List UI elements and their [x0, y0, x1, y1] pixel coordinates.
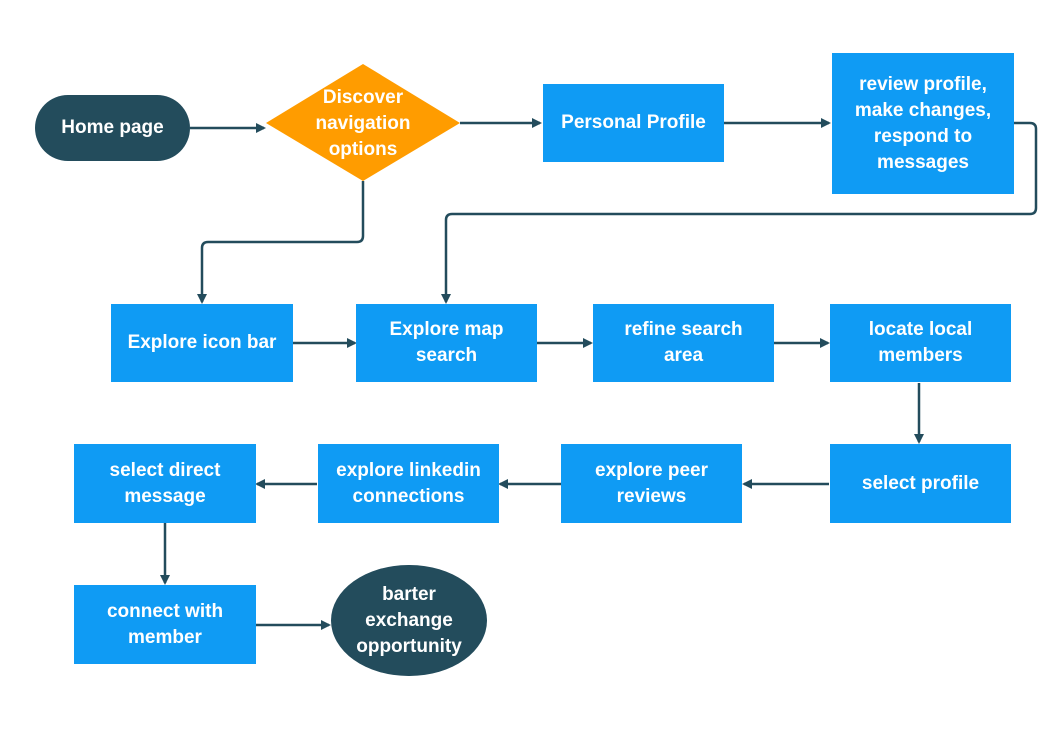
node-label: locate local members	[868, 319, 973, 366]
edge-discover-to-icon-bar	[197, 181, 365, 304]
node-explore-map-search[interactable]: Explore map search	[356, 304, 537, 382]
node-label: barter exchange opportunity	[356, 583, 462, 657]
node-label: refine search area	[624, 319, 743, 366]
node-personal-profile[interactable]: Personal Profile	[543, 84, 724, 162]
node-barter-exchange-opportunity[interactable]: barter exchange opportunity	[331, 565, 487, 676]
node-explore-peer-reviews[interactable]: explore peer reviews	[561, 444, 742, 523]
node-label: Personal Profile	[561, 112, 706, 133]
node-label: select profile	[861, 472, 980, 494]
decision-diamond-shape	[266, 64, 460, 181]
node-locate-local-members[interactable]: locate local members	[830, 304, 1011, 382]
node-label: Discover navigation options	[315, 87, 411, 160]
node-discover-navigation-options[interactable]: Discover navigation options	[296, 83, 430, 165]
node-label: Home page	[61, 117, 164, 138]
node-label: Explore icon bar	[127, 332, 277, 353]
node-explore-linkedin-connections[interactable]: explore linkedin connections	[318, 444, 499, 523]
node-select-profile[interactable]: select profile	[830, 444, 1011, 523]
node-label: connect with member	[106, 600, 224, 648]
node-connect-with-member[interactable]: connect with member	[74, 585, 256, 664]
node-review-profile[interactable]: review profile, make changes, respond to…	[832, 53, 1014, 194]
node-label: review profile, make changes, respond to…	[854, 73, 992, 173]
node-label: select direct message	[109, 459, 221, 507]
edge-review-to-explore-map	[441, 121, 1038, 304]
node-select-direct-message[interactable]: select direct message	[74, 444, 256, 523]
node-home-page[interactable]: Home page	[35, 95, 190, 161]
node-refine-search-area[interactable]: refine search area	[593, 304, 774, 382]
node-label: explore linkedin connections	[336, 459, 481, 507]
node-label: explore peer reviews	[595, 459, 708, 507]
node-explore-icon-bar[interactable]: Explore icon bar	[111, 304, 293, 382]
node-label: Explore map search	[389, 319, 504, 366]
